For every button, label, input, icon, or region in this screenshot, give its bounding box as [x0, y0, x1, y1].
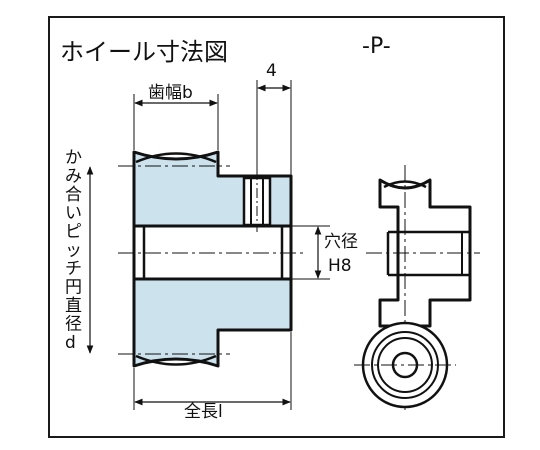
drawing-title: ホイール寸法図 — [60, 38, 228, 66]
bore-dimension — [291, 225, 330, 280]
variant-label: -P- — [362, 34, 391, 59]
face-width-dimension — [133, 94, 219, 150]
hub-4-label: 4 — [266, 61, 277, 81]
total-length-label: 全長l — [184, 402, 223, 422]
section-view — [118, 150, 306, 368]
end-view — [354, 321, 456, 409]
wheel-lower-section — [132, 277, 293, 368]
face-width-label: 歯幅b — [148, 83, 193, 103]
bore-label: 穴径 — [324, 232, 358, 252]
total-length-dimension — [133, 332, 292, 410]
hub-4-dimension — [256, 80, 292, 176]
bore-tolerance-label: H8 — [328, 256, 352, 276]
